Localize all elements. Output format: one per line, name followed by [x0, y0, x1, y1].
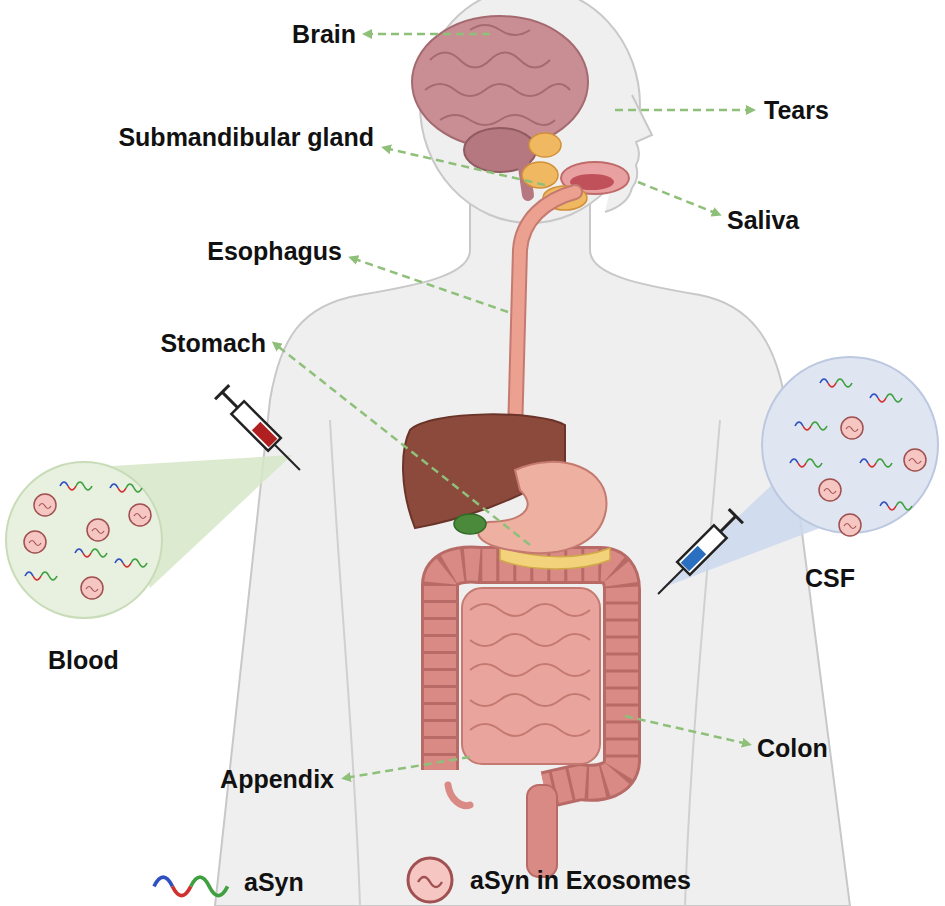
syringe	[215, 385, 307, 477]
csf-magnified	[762, 357, 938, 536]
organ-label: Stomach	[160, 328, 266, 358]
fluid-label: Blood	[48, 645, 119, 675]
organ-label: Esophagus	[207, 236, 342, 266]
legend-text: aSyn in Exosomes	[470, 865, 691, 895]
blood-magnified	[6, 462, 162, 618]
organ-label: Colon	[757, 733, 828, 763]
syringe	[651, 509, 743, 601]
brain	[412, 16, 588, 195]
organ-label: Tears	[764, 95, 829, 125]
organ-label: Brain	[292, 19, 356, 49]
fluid-label: Saliva	[727, 205, 799, 235]
fluid-label: CSF	[805, 563, 855, 593]
abdominal-organs	[403, 414, 622, 877]
organ-label: Submandibular gland	[118, 122, 374, 152]
legend-text: aSyn	[244, 867, 304, 897]
exosome-symbol	[404, 856, 456, 904]
organ-label: Appendix	[220, 764, 334, 794]
asyn-symbol	[150, 858, 230, 906]
legend-item: aSyn in Exosomes	[404, 856, 691, 904]
legend-item: aSyn	[150, 858, 304, 906]
